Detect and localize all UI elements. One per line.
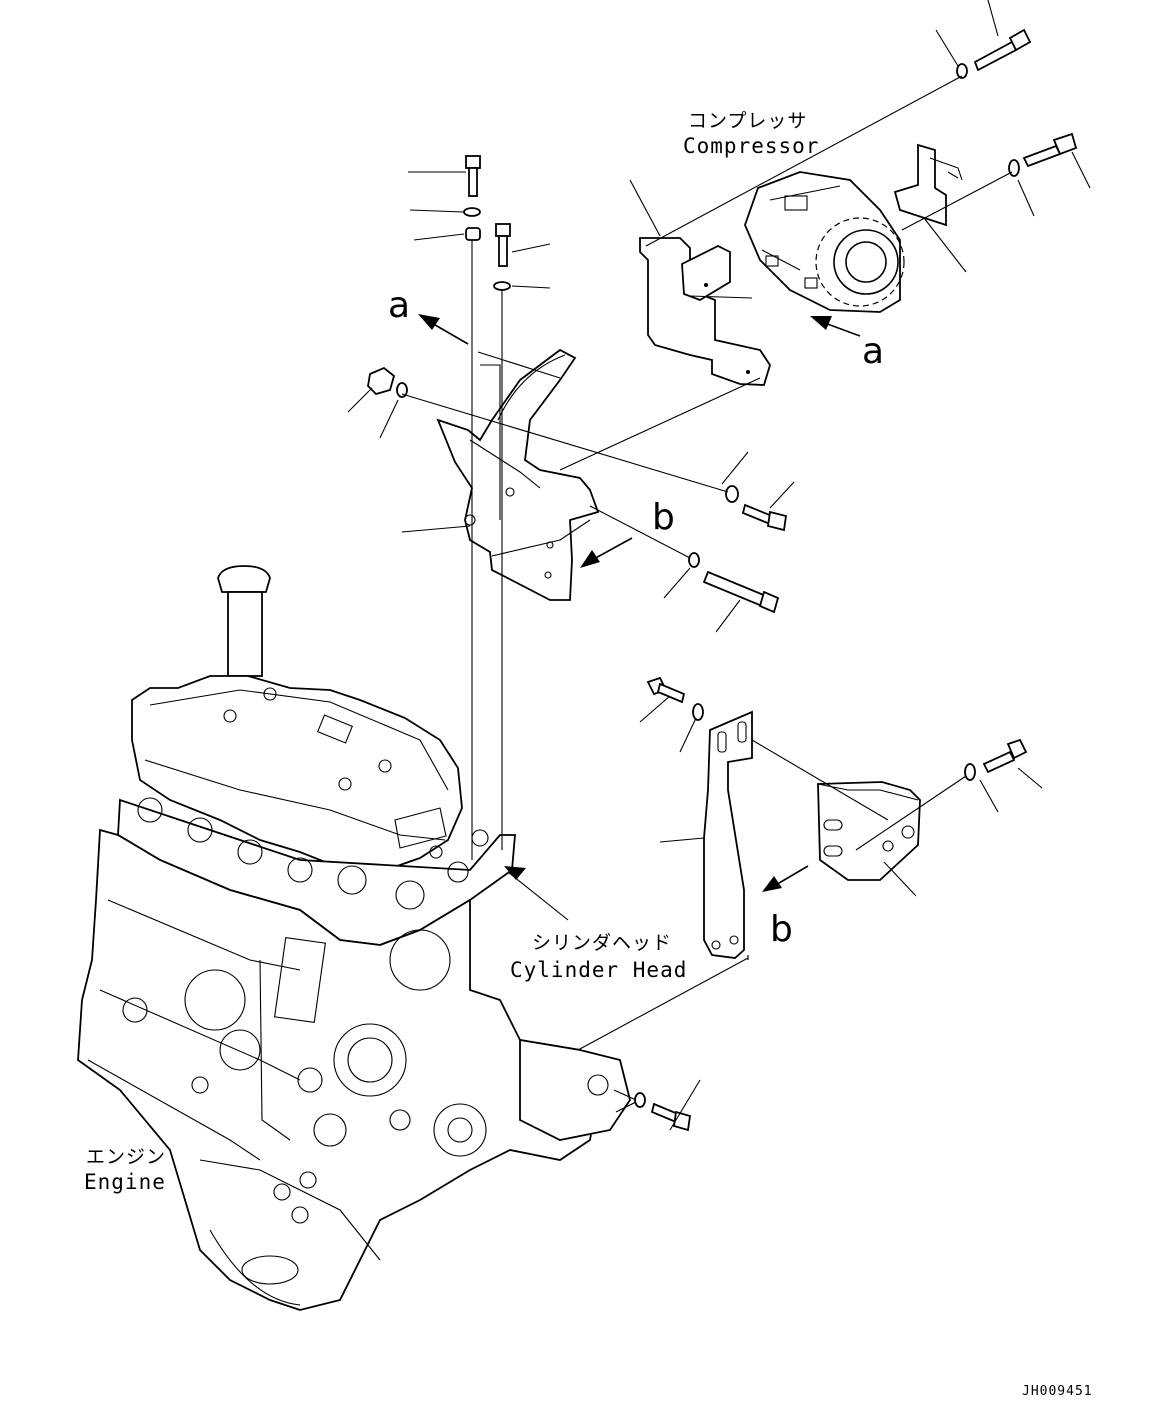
bolt-top-right bbox=[973, 28, 1032, 72]
engine-drawing bbox=[77, 565, 631, 1311]
reference-a-left: a bbox=[388, 285, 411, 326]
bolt-bottom bbox=[650, 1102, 692, 1132]
engine-label-en: Engine bbox=[84, 1170, 166, 1194]
washer-bottom bbox=[634, 1092, 646, 1108]
oil-filler-cap bbox=[217, 565, 271, 677]
reference-b-lower: b bbox=[770, 909, 793, 950]
compressor-rear-bracket bbox=[639, 237, 771, 386]
cylinder-head-label-en: Cylinder Head bbox=[510, 958, 688, 982]
compressor-label-en: Compressor bbox=[683, 134, 820, 158]
washer-long-bolt bbox=[688, 552, 700, 568]
compressor bbox=[744, 171, 905, 313]
compressor-small-bracket bbox=[893, 143, 963, 227]
washer-left bbox=[396, 382, 408, 398]
spacer-collar bbox=[465, 227, 481, 241]
bolt-second-vertical bbox=[495, 223, 511, 267]
drawing-code: JH009451 bbox=[1022, 1384, 1093, 1399]
reference-a-right: a bbox=[862, 331, 885, 372]
leader-lines bbox=[347, 0, 1091, 1131]
bolt-top-vertical bbox=[465, 155, 481, 197]
engine-label-jp: エンジン bbox=[86, 1146, 167, 1168]
washer-top-right bbox=[956, 63, 968, 79]
washer-compressor-right bbox=[1008, 159, 1020, 177]
washer-top bbox=[463, 207, 481, 217]
bolt-mid-right bbox=[741, 503, 788, 532]
assembly-lines bbox=[401, 75, 1013, 1101]
cylinder-head-label-jp: シリンダヘッド bbox=[532, 932, 673, 954]
lower-brace bbox=[703, 710, 753, 959]
angle-bracket bbox=[817, 781, 921, 881]
long-bolt bbox=[702, 570, 780, 614]
main-bracket bbox=[436, 348, 600, 601]
bolt-compressor-right bbox=[1022, 132, 1078, 168]
reference-arrows bbox=[418, 314, 861, 892]
washer-mid-right bbox=[725, 485, 739, 503]
washer-lower-left bbox=[692, 703, 704, 721]
bolt-lower-left bbox=[646, 676, 686, 704]
nut-left bbox=[367, 366, 396, 396]
bolt-lower-right bbox=[982, 738, 1028, 774]
washer-lower-right bbox=[964, 763, 976, 781]
washer-second bbox=[493, 281, 511, 291]
reference-b-upper: b bbox=[652, 497, 675, 538]
compressor-label-jp: コンプレッサ bbox=[688, 110, 808, 132]
